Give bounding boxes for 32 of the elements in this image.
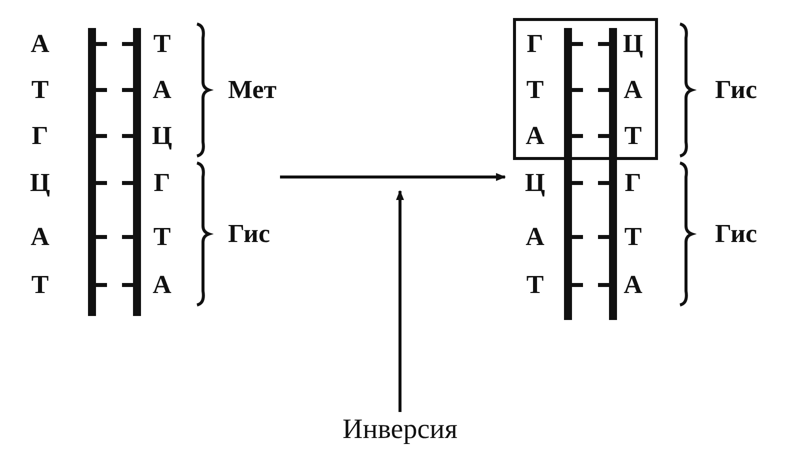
- gene-label: Гис: [715, 75, 758, 105]
- base-letter: А: [30, 223, 50, 251]
- highlight-frame: [513, 18, 658, 160]
- base-letter: А: [622, 76, 644, 104]
- base-letter: Ц: [150, 122, 174, 150]
- base-letter: Т: [623, 223, 643, 251]
- base-letter: Т: [152, 223, 172, 251]
- base-letter: А: [30, 30, 50, 58]
- base-letter: Т: [30, 271, 50, 299]
- base-letter: Т: [525, 76, 545, 104]
- gene-label: Мет: [228, 75, 277, 105]
- base-letter: А: [622, 271, 644, 299]
- base-letter: А: [524, 223, 546, 251]
- base-letter: Т: [30, 76, 50, 104]
- base-letter: Т: [525, 271, 545, 299]
- base-letter: Ц: [622, 30, 644, 58]
- base-letter: Ц: [524, 169, 546, 197]
- base-letter: Г: [152, 169, 172, 197]
- arrow: [396, 190, 404, 412]
- base-letter: Ц: [28, 169, 52, 197]
- gene-label: Гис: [715, 219, 758, 249]
- base-letter: Т: [152, 30, 172, 58]
- base-letter: Г: [526, 30, 544, 58]
- base-letter: Г: [30, 122, 50, 150]
- base-letter: Г: [624, 169, 642, 197]
- gene-label: Гис: [228, 219, 270, 249]
- base-letter: А: [152, 76, 172, 104]
- base-letter: А: [152, 271, 172, 299]
- arrow: [280, 173, 506, 181]
- base-letter: Т: [623, 122, 643, 150]
- base-letter: А: [524, 122, 546, 150]
- caption-text: Инверсия: [315, 412, 485, 448]
